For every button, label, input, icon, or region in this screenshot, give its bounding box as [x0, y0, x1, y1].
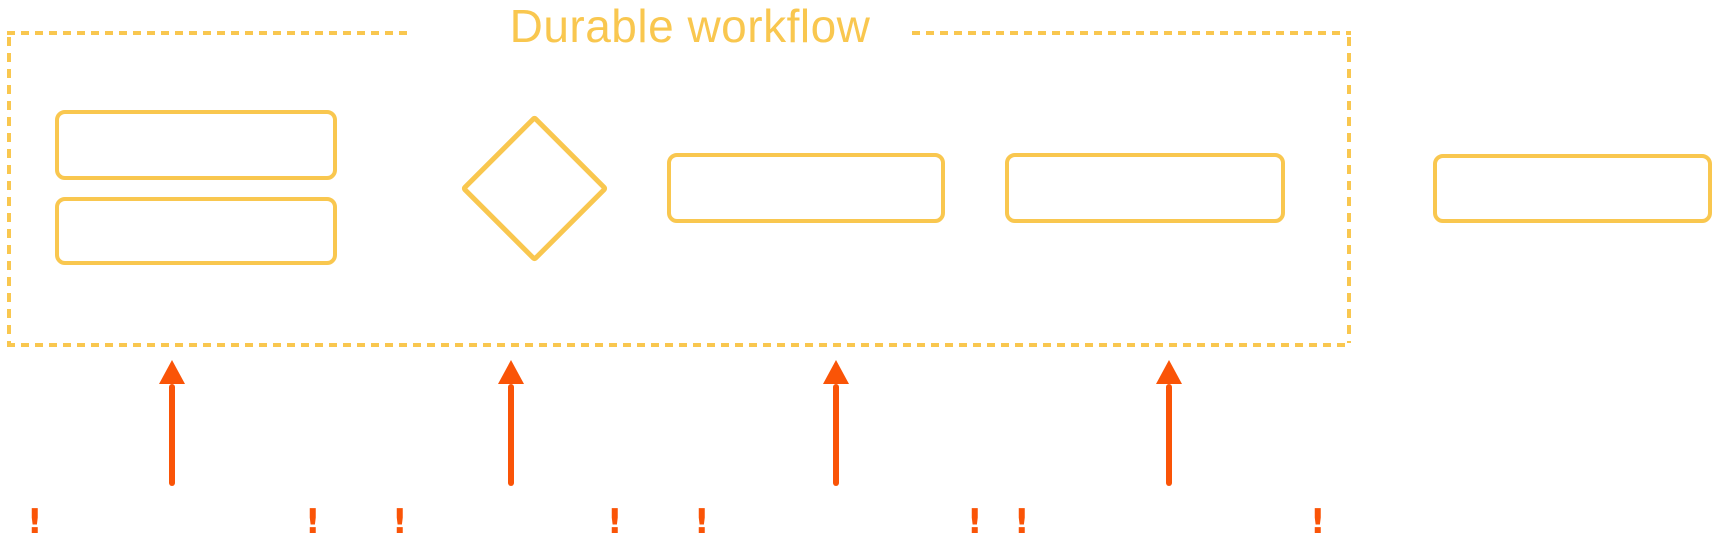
- arrow-shaft: [1166, 384, 1172, 486]
- decision-diamond: [459, 113, 609, 263]
- workflow-step-rect-1: [55, 110, 337, 180]
- arrow-head: [498, 360, 524, 384]
- failure-exclamation: !: [967, 502, 983, 542]
- workflow-step-rect-4: [1005, 153, 1285, 223]
- boundary-top-left-segment: [7, 31, 408, 35]
- failure-exclamation: !: [1310, 502, 1326, 542]
- boundary-right-segment: [1347, 37, 1351, 343]
- failure-arrow: [823, 360, 849, 486]
- failure-arrow: [159, 360, 185, 486]
- boundary-top-right-segment: [912, 31, 1351, 35]
- failure-exclamation: !: [392, 502, 408, 542]
- failure-exclamation: !: [607, 502, 623, 542]
- arrow-head: [823, 360, 849, 384]
- arrow-head: [1156, 360, 1182, 384]
- failure-exclamation: !: [27, 502, 43, 542]
- boundary-left-segment: [7, 37, 11, 343]
- workflow-title: Durable workflow: [509, 0, 871, 52]
- failure-arrow: [1156, 360, 1182, 486]
- external-step-rect: [1433, 154, 1712, 223]
- workflow-step-rect-2: [55, 197, 337, 265]
- failure-exclamation: !: [1014, 502, 1030, 542]
- arrow-shaft: [169, 384, 175, 486]
- failure-arrow: [498, 360, 524, 486]
- arrow-shaft: [833, 384, 839, 486]
- failure-exclamation: !: [694, 502, 710, 542]
- arrow-shaft: [508, 384, 514, 486]
- failure-exclamation: !: [305, 502, 321, 542]
- workflow-step-rect-3: [667, 153, 945, 223]
- boundary-bottom-segment: [7, 343, 1351, 347]
- arrow-head: [159, 360, 185, 384]
